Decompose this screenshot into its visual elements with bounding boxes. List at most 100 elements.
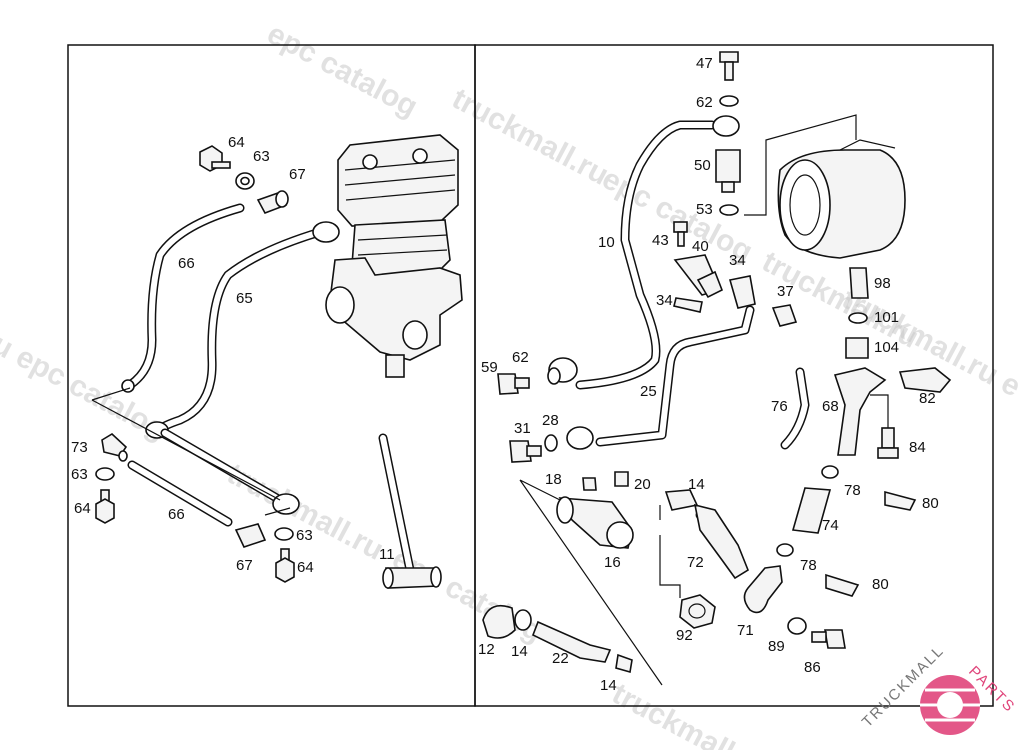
callout-14: 14	[511, 643, 528, 660]
watermark: truckmall.ru	[447, 82, 614, 192]
callout-86: 86	[804, 659, 821, 676]
callout-31: 31	[514, 420, 531, 437]
cap-12	[482, 604, 516, 639]
callout-18: 18	[545, 471, 562, 488]
callout-63: 63	[253, 148, 270, 165]
callout-62: 62	[512, 349, 529, 366]
callout-76: 76	[771, 398, 788, 415]
hose-22	[531, 620, 612, 663]
callout-92: 92	[676, 627, 693, 644]
gasket-34	[673, 297, 703, 313]
callout-14: 14	[600, 677, 617, 694]
callout-64: 64	[228, 134, 245, 151]
bolt-47	[719, 51, 739, 63]
callout-40: 40	[692, 238, 709, 255]
callout-11: 11	[379, 546, 395, 563]
clamp-14	[514, 609, 532, 631]
bolt-37	[771, 304, 798, 327]
callout-73: 73	[71, 439, 88, 456]
bolt-84	[881, 427, 895, 449]
bolt-86	[824, 629, 846, 649]
banjo-fitting	[566, 426, 594, 450]
callout-59: 59	[481, 359, 498, 376]
callout-12: 12	[478, 641, 495, 658]
washer-28	[544, 434, 558, 452]
callout-71: 71	[737, 622, 754, 639]
union-104	[845, 337, 869, 359]
callout-80: 80	[872, 576, 889, 593]
watermark: epc catalog	[262, 17, 423, 124]
banjo-bolt-59	[497, 373, 519, 395]
callout-63: 63	[71, 466, 88, 483]
banjo-bolt-31	[509, 440, 532, 463]
washer-101	[848, 312, 868, 324]
truckmall-parts-logo: TRUCKMALL PARTS	[859, 642, 1019, 735]
plug-92	[679, 594, 716, 629]
callout-10: 10	[598, 234, 615, 251]
callout-64: 64	[74, 500, 91, 517]
callout-37: 37	[777, 283, 794, 300]
callout-20: 20	[634, 476, 651, 493]
washer-63	[95, 467, 115, 481]
washer-62	[719, 95, 739, 107]
bolt-18	[582, 477, 597, 491]
bolt-43	[673, 221, 688, 233]
gasket-82	[898, 367, 952, 393]
fitting-67	[234, 523, 267, 548]
clamp-80	[825, 573, 860, 597]
washer-78	[776, 543, 794, 557]
right-panel-frame	[474, 44, 994, 707]
washer-53	[719, 204, 739, 216]
callout-78: 78	[844, 482, 861, 499]
callout-67: 67	[236, 557, 253, 574]
elbow-68	[833, 367, 887, 456]
callout-34: 34	[729, 252, 746, 269]
elbow-71	[743, 565, 783, 614]
washer-78	[821, 465, 839, 479]
callout-68: 68	[822, 398, 839, 415]
callout-64: 64	[297, 559, 314, 576]
callout-43: 43	[652, 232, 669, 249]
callout-101: 101	[874, 309, 899, 326]
washer-62	[547, 367, 561, 385]
adapter-50	[715, 149, 741, 183]
callout-72: 72	[687, 554, 704, 571]
callout-67: 67	[289, 166, 306, 183]
sleeve-74	[791, 487, 832, 534]
clamp-80	[884, 490, 917, 511]
washer-63	[274, 527, 294, 541]
banjo-fitting	[312, 221, 340, 243]
callout-74: 74	[822, 517, 839, 534]
bolt-64	[95, 498, 115, 524]
callout-14: 14	[688, 476, 705, 493]
right-panel: 47 62 50 53 10 43 40 34 34 37 98 101 104…	[478, 51, 952, 694]
callout-22: 22	[552, 650, 569, 667]
turbocharger-drawing	[777, 139, 906, 259]
callout-28: 28	[542, 412, 559, 429]
callout-50: 50	[694, 157, 711, 174]
left-panel: 64 63 67 66 65 73 63 64 66 63 67 64 11	[71, 134, 463, 589]
callout-16: 16	[604, 554, 621, 571]
callout-104: 104	[874, 339, 899, 356]
callout-34: 34	[656, 292, 673, 309]
clamp-14	[664, 489, 699, 511]
bolt-64	[275, 557, 295, 583]
callout-66: 66	[178, 255, 195, 272]
callout-98: 98	[874, 275, 891, 292]
callout-82: 82	[919, 390, 936, 407]
banjo-fitting	[272, 493, 300, 515]
bolt-20	[614, 471, 629, 487]
watermark: truckmall.ru	[607, 677, 774, 750]
watermark: truckmall.ru	[222, 457, 389, 567]
callout-47: 47	[696, 55, 713, 72]
banjo-fitting	[712, 115, 740, 137]
seal-89	[787, 617, 807, 635]
air-compressor-drawing	[325, 134, 463, 378]
union-98	[849, 267, 869, 299]
callout-62: 62	[696, 94, 713, 111]
callout-89: 89	[768, 638, 785, 655]
callout-65: 65	[236, 290, 253, 307]
clamp-14	[615, 653, 633, 674]
callout-66: 66	[168, 506, 185, 523]
